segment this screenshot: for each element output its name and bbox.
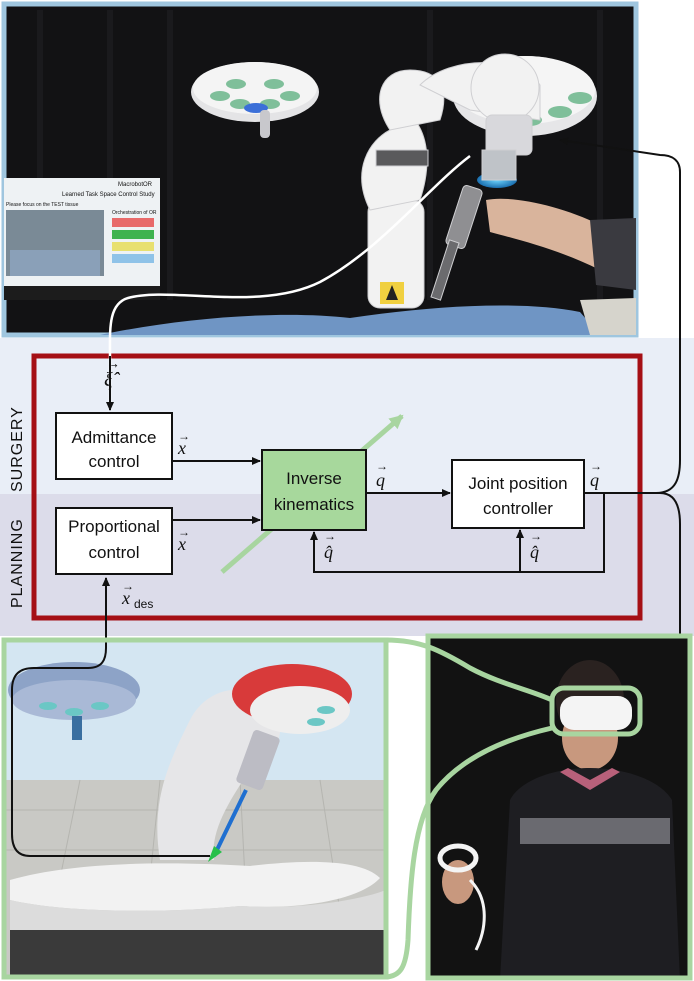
operator-arm bbox=[486, 198, 636, 290]
screen-prompt: Please focus on the TEST tissue bbox=[6, 202, 79, 208]
x-label-lower: x bbox=[177, 534, 186, 554]
svg-text:→: → bbox=[530, 529, 542, 543]
inverse-label-2: kinematics bbox=[274, 495, 354, 514]
simulation-view bbox=[4, 640, 386, 978]
admittance-control-block: Admittance control bbox=[55, 412, 173, 480]
svg-text:→: → bbox=[122, 579, 134, 593]
planning-label: PLANNING bbox=[9, 518, 26, 608]
surgery-label: SURGERY bbox=[9, 406, 26, 492]
xi-input-arrow bbox=[108, 155, 471, 410]
inverse-label-1: Inverse bbox=[286, 469, 342, 488]
output-to-robot bbox=[559, 137, 681, 494]
screen-brand: MacrobotOR bbox=[118, 182, 153, 188]
q-label-ik: q bbox=[376, 470, 385, 490]
svg-text:→: → bbox=[376, 459, 388, 473]
q-label-joint: q bbox=[590, 470, 599, 490]
joint-label-2: controller bbox=[483, 499, 553, 518]
svg-text:→: → bbox=[106, 357, 120, 372]
x-des-label: x bbox=[121, 588, 130, 608]
inverse-kinematics-block: Inverse kinematics bbox=[261, 449, 367, 531]
svg-text:→: → bbox=[324, 529, 336, 543]
svg-text:→: → bbox=[590, 459, 602, 473]
monitor: Learned Task Space Control Study Macrobo… bbox=[4, 178, 160, 300]
x-des-path bbox=[11, 577, 210, 857]
proportional-label-2: control bbox=[88, 543, 139, 562]
proportional-control-block: Proportional control bbox=[55, 507, 173, 575]
admittance-label-2: control bbox=[88, 452, 139, 471]
control-frame bbox=[31, 353, 643, 621]
svg-text:→: → bbox=[178, 429, 190, 443]
robot-arm bbox=[361, 53, 541, 309]
q-hat-label-ik: q̂ bbox=[324, 542, 333, 562]
vr-operator-photo bbox=[428, 636, 690, 980]
screen-title: Learned Task Space Control Study bbox=[62, 192, 155, 198]
joint-label-1: Joint position bbox=[468, 474, 567, 493]
q-hat-label-joint: q̂ bbox=[530, 542, 539, 562]
screen-panel-title: Orchestration of OR bbox=[112, 210, 157, 216]
surgical-lamp-left bbox=[191, 62, 319, 138]
real-robot-photo: Learned Task Space Control Study Macrobo… bbox=[1, 1, 639, 338]
vr-link-frames bbox=[1, 633, 693, 981]
x-label-upper: x bbox=[177, 438, 186, 458]
svg-text:→: → bbox=[178, 525, 190, 539]
x-des-subscript: des bbox=[134, 597, 153, 611]
admittance-label-1: Admittance bbox=[71, 428, 156, 447]
proportional-label-1: Proportional bbox=[68, 517, 160, 536]
joint-controller-block: Joint position controller bbox=[451, 459, 585, 529]
drape bbox=[100, 298, 636, 335]
